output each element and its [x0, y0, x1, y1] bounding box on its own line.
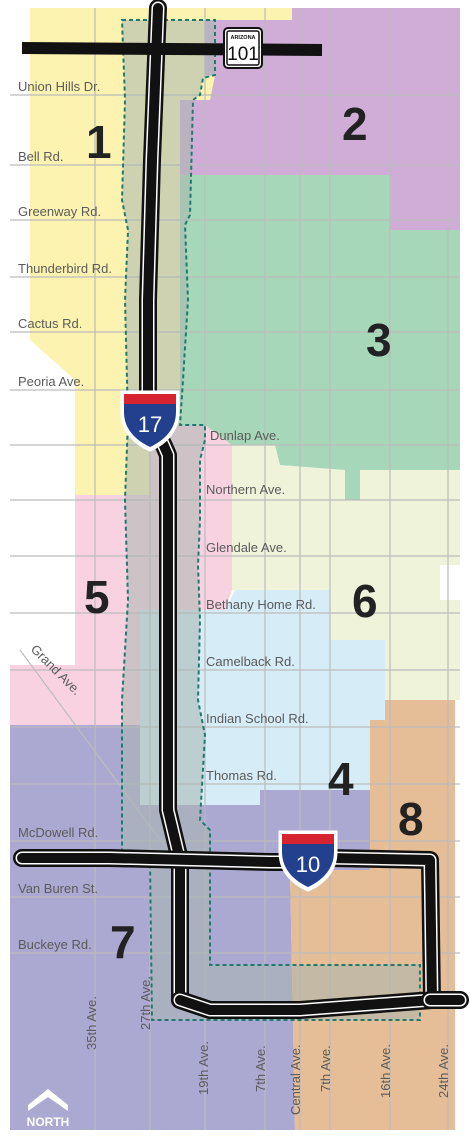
sr101-shield-icon: ARIZONA 101 [223, 27, 263, 69]
street-label: Thunderbird Rd. [18, 261, 112, 276]
i17-freeway-core-inner [143, 3, 215, 1015]
study-corridor [120, 19, 421, 1021]
avenue-label: 7th Ave. [253, 1045, 268, 1092]
street-label: Buckeye Rd. [18, 937, 92, 952]
street-label: Cactus Rd. [18, 316, 82, 331]
street-label: Peoria Ave. [18, 374, 84, 389]
district-6-area [232, 445, 460, 700]
street-label: Indian School Rd. [206, 711, 309, 726]
i17-number: 17 [138, 412, 162, 437]
avenue-label: 24th Ave. [436, 1044, 451, 1098]
street-label: Greenway Rd. [18, 204, 101, 219]
street-label: Dunlap Ave. [210, 428, 280, 443]
street-label: McDowell Rd. [18, 825, 98, 840]
street-label: Bell Rd. [18, 149, 64, 164]
district-5-label: 5 [84, 571, 110, 623]
avenue-label: Central Ave. [288, 1044, 303, 1115]
district-7-label: 7 [110, 916, 136, 968]
district-1-label: 1 [86, 116, 112, 168]
i17-shield-icon: 17 [120, 390, 180, 452]
districts-layer [10, 8, 460, 1130]
freeways-layer [13, 0, 469, 1019]
district-6-label: 6 [352, 575, 378, 627]
street-labels-center: Dunlap Ave. Northern Ave. Glendale Ave. … [206, 428, 316, 783]
street-label: Bethany Home Rd. [206, 597, 316, 612]
district-8-area [290, 700, 455, 1130]
north-label: NORTH [27, 1115, 70, 1129]
i10-number: 10 [296, 852, 320, 877]
sr101-number: 101 [227, 44, 259, 65]
i10-shield-icon: 10 [278, 830, 338, 892]
loop101-freeway [21, 42, 323, 56]
avenue-labels: 35th Ave. 27th Ave. 19th Ave. 7th Ave. C… [84, 976, 451, 1115]
district-8-label: 8 [398, 793, 424, 845]
street-label: Northern Ave. [206, 482, 285, 497]
district-numbers: 1 2 3 4 5 6 7 8 [84, 98, 424, 968]
street-label: Thomas Rd. [206, 768, 277, 783]
street-label: Union Hills Dr. [18, 79, 100, 94]
district-3-label: 3 [366, 314, 392, 366]
street-label: Van Buren St. [18, 881, 98, 896]
street-labels-west: Union Hills Dr. Bell Rd. Greenway Rd. Th… [18, 79, 112, 952]
street-label: Camelback Rd. [206, 654, 295, 669]
avenue-label: 35th Ave. [84, 996, 99, 1050]
avenue-label: 27th Ave. [138, 976, 153, 1030]
avenue-label: 16th Ave. [378, 1044, 393, 1098]
street-label: Glendale Ave. [206, 540, 287, 555]
north-arrow-icon: NORTH [27, 1089, 70, 1129]
district-4-area [30, 590, 385, 805]
avenue-label: 19th Ave. [196, 1041, 211, 1095]
i10-freeway-core-inner [17, 853, 437, 1015]
district-4-label: 4 [328, 753, 354, 805]
avenue-label: 7th Ave. [318, 1045, 333, 1092]
sr101-state-label: ARIZONA [230, 35, 255, 41]
district-2-label: 2 [342, 98, 368, 150]
